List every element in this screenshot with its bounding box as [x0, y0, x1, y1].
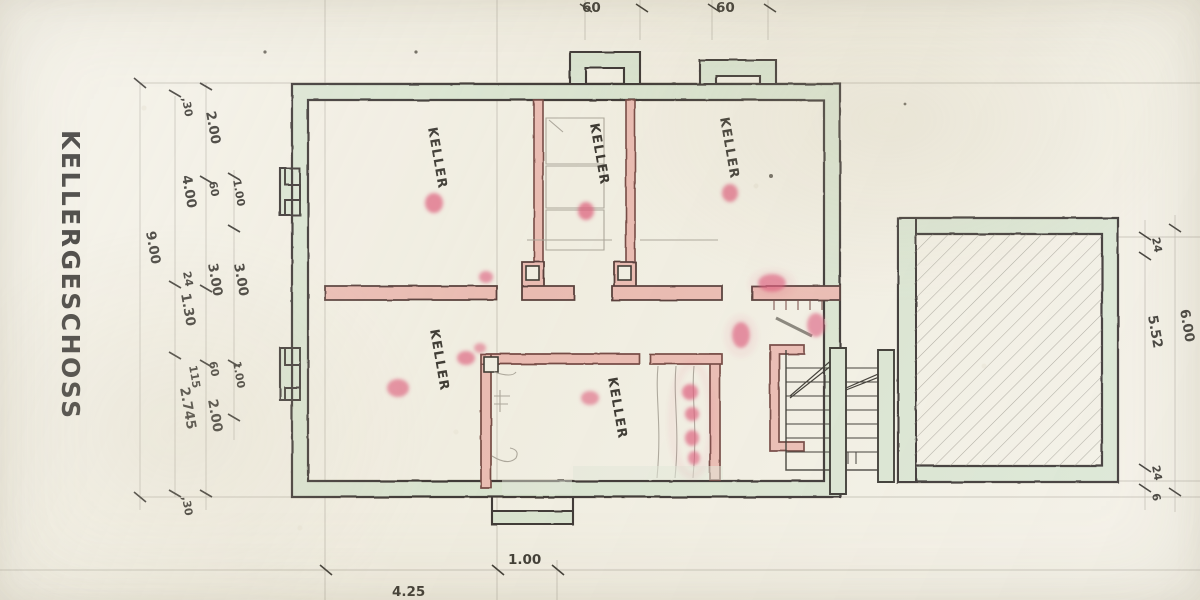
- light-well-left-upper: [278, 166, 294, 217]
- wall-stair-west: [769, 344, 805, 452]
- dim-right-600: 6.00: [1176, 308, 1198, 344]
- dim-right-6: 6: [1149, 492, 1163, 502]
- wall-mid-west: [324, 285, 498, 301]
- light-well-left-lower: [278, 346, 294, 402]
- staircase: [785, 347, 895, 495]
- dim-right-24-bot: 24: [1149, 464, 1165, 482]
- dim-left-900: 9.00: [142, 230, 164, 266]
- room-label-keller-nc: KELLER: [586, 122, 612, 186]
- dim-top-1: 60: [582, 0, 601, 16]
- dim-left-chain-300: 3.00: [204, 262, 226, 298]
- exterior-walls: [278, 50, 1120, 526]
- dim-bottom-1: 4.25: [392, 584, 425, 600]
- room-label-keller-nw: KELLER: [424, 126, 450, 190]
- dim-left-115: 115: [186, 364, 203, 389]
- dim-left-130: 1.30: [177, 292, 199, 328]
- dim-right-552: 5.52: [1144, 314, 1166, 350]
- red-stain-halos: [671, 271, 793, 477]
- dim-left-2745: 2.745: [176, 386, 199, 431]
- dim-left-chain-200-top: 2.00: [202, 110, 224, 146]
- wall-piers: [483, 265, 632, 373]
- red-stains: [387, 184, 825, 465]
- unexcavated-hatch-area: [914, 234, 1102, 466]
- dim-right-24-top: 24: [1149, 236, 1165, 254]
- dim-bottom-2: 1.00: [508, 552, 541, 568]
- wall-sc-top: [649, 353, 723, 365]
- dim-left-300: 3.00: [230, 262, 252, 298]
- ink-flecks: [263, 50, 907, 178]
- light-well-top-right: [698, 58, 778, 86]
- dimension-ticks: [133, 3, 1182, 576]
- dim-top-2: 60: [716, 0, 735, 16]
- dim-left-400: 4.00: [178, 174, 200, 210]
- light-well-outlines: [280, 167, 301, 401]
- dim-left-chain-200-bot: 2.00: [204, 398, 226, 434]
- wall-bath-L: [480, 353, 640, 489]
- room-label-keller-sc: KELLER: [604, 376, 630, 440]
- page-title: KELLERGESCHOSS: [56, 130, 85, 421]
- light-well-bottom: [490, 495, 575, 526]
- pencil-details: [491, 117, 823, 494]
- dim-left-chain-100-top: 1.00: [230, 178, 248, 207]
- dim-left-chain-100-bot: 1.00: [230, 360, 248, 389]
- dim-left-30-upper: ,30: [179, 96, 195, 118]
- dim-left-chain-60-top: 60: [206, 180, 222, 198]
- room-label-keller-ne: KELLER: [716, 116, 742, 180]
- wall-mid-centre: [611, 261, 723, 301]
- dim-left-chain-60-bot: 60: [206, 360, 222, 378]
- dim-left-30-lower: ,30: [179, 495, 195, 517]
- room-label-keller-sw: KELLER: [426, 328, 452, 392]
- dim-left-24: 24: [180, 270, 196, 288]
- light-well-top-left: [568, 50, 642, 86]
